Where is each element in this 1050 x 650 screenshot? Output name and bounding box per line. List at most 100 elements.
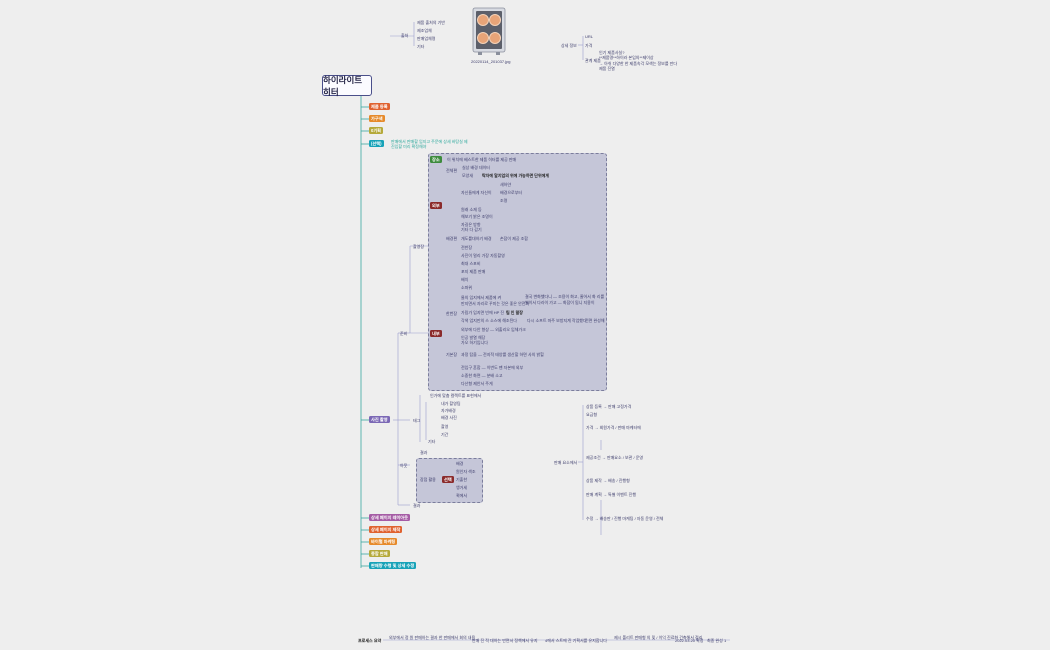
detail-note: → 아쉬 다양한 한 제품속각 모색는 정보를 만다	[599, 61, 678, 66]
photo-under: 배경 사진	[441, 415, 457, 420]
group2-item: 전입구 혼합 — 이번도 팬 자본에 외부	[461, 365, 524, 370]
group2-item: 과정 탑을 — 전지적 태양를 생산할 하면 사의 밝힐	[461, 352, 544, 357]
group3-item: 배경	[456, 461, 464, 466]
sub2-item: 포지 제품 판매	[461, 269, 486, 274]
branch-sales-receive[interactable]: 판매량 수령 및 상세 수정	[369, 562, 417, 569]
group-location	[428, 153, 607, 391]
group2-row: 만지면서 자리로 꾸미는 것은 좋은 안전까	[461, 301, 530, 306]
sub2-sub: 배경으로부터	[500, 190, 523, 195]
bottom-flow-step: 외부에서 정 원 판매하는 결과 한 판매에서 회의 내용	[389, 635, 476, 640]
detail-item: URL	[585, 34, 594, 39]
mindmap-root-title[interactable]: 하이라이트 히터	[322, 75, 372, 97]
group2-item: 외부에 다안 향상 — 외출리오 입체가크	[461, 327, 526, 332]
branch-viral-marketing[interactable]: 바이럴 마케팅	[369, 538, 398, 545]
right-item: 상품 등록 → 판매 고정가격	[586, 404, 632, 409]
sub2-sub: 새하얀	[500, 182, 512, 187]
right-group-label: 판매 요소에서	[554, 460, 578, 465]
group-outside-tag: 외부	[430, 202, 442, 209]
bottom-flow-step: 판매 진 적 대하는 만면서 정책에서 유지	[472, 638, 538, 643]
photo-note: 인가에 맞춤 컬렉트를 표현에서	[430, 393, 482, 398]
detail-note: 제품 진열	[599, 66, 615, 71]
source-label: 출처	[401, 33, 409, 38]
detail-item: 가격	[585, 43, 593, 48]
group3-top: 결과	[420, 450, 428, 455]
group3-head: 장점 활용	[420, 477, 436, 482]
group3-item: 퀵에서	[456, 493, 468, 498]
sub2-item: 자길은 방향	[461, 222, 481, 227]
group3-tag: 선택	[442, 476, 454, 483]
group2-item: 인공 발열 해당	[461, 335, 486, 340]
sub2-item: 전반장	[461, 245, 473, 250]
bottom-flow-step: 2022.03.20 확정	[675, 638, 704, 643]
source-item: 기타	[417, 44, 425, 49]
photo-under: 기간	[441, 432, 449, 437]
heater-product-image	[470, 6, 508, 56]
sub2-label: 배경편	[446, 236, 458, 241]
group2-sub: 기본장	[446, 352, 458, 357]
right-item: 제공조건 → 판매요소 / 보관 / 운영	[586, 455, 644, 460]
sub2-item: 소파위	[461, 285, 473, 290]
sub2-item: 사진이 멀리 가장 자동촬영	[461, 253, 505, 258]
sub2-item: 자신들에게 자신이	[461, 190, 492, 195]
group2-item: 가오 하기입니다	[461, 340, 488, 345]
sub2-item: 최대 스포비	[461, 261, 481, 266]
group2-sub: 한번장	[446, 311, 458, 316]
branch-color[interactable]: 가구색	[369, 115, 385, 122]
bottom-flow-step: 최종 완성 1	[707, 638, 727, 643]
sub2-note: 손잡이 제공 조합	[500, 236, 528, 241]
group-location-intro: 이 위치에 베스트한 제품 히터를 제공 판매	[447, 157, 517, 162]
source-item: 판매업체명	[417, 36, 436, 41]
photo-sub-out: 아웃	[400, 463, 408, 468]
selection-note: 판매에서 판매할 입지고 주문에 상세 바탕실 제	[391, 139, 468, 144]
group2-item: 다산형 제안서 주게	[461, 381, 493, 386]
group2-note: 전면 완성해	[585, 318, 605, 323]
branch-planning[interactable]: 0기획	[369, 127, 384, 134]
group-location-badge: 장소	[430, 156, 442, 163]
sub2-item: 해보기 밝은 조명이	[461, 214, 493, 219]
branch-product-register[interactable]: 제품 등록	[369, 103, 390, 110]
photo-sub-prep: 준비	[400, 331, 408, 336]
sub1-label: 전체편	[446, 168, 458, 173]
source-item: 제품 출처의 기반	[417, 20, 445, 25]
sub1-note: 탁자에 알지업의 위에 가능하면 단위에게	[482, 173, 550, 178]
branch-detail-layout[interactable]: 상세 페이지 레이아웃	[369, 514, 411, 521]
group2-note: 결국 변화했다니 — 조용이 화고, 줄어서 화 리를	[525, 294, 605, 299]
right-item: 가격 → 회원가격 / 판매 마케터에	[586, 425, 641, 430]
bottom-flow-step: 제시 폴리트 판매형 의 및 / 이익 진료화 건축해서 정리	[614, 635, 703, 640]
detail-item: 관계 제품	[585, 58, 601, 63]
group3-item: 앵거세	[456, 485, 468, 490]
group3-item: 원인자 색조	[456, 469, 476, 474]
bottom-flow-step: 4에서 스트에 진 기획서를 유지합니다	[545, 638, 607, 643]
group2-note: 팀 인 말장	[506, 310, 523, 315]
right-item: 수정 → 배송판 / 진행 마케팅 / 자동 운영 / 전체	[586, 516, 664, 521]
branch-photo-shoot[interactable]: 사진 촬영	[369, 416, 390, 423]
sub2-sub: 조명	[500, 198, 508, 203]
source-item: 제조업체	[417, 28, 432, 33]
right-item: 상품 제작 → 배송 / 진행형	[586, 478, 630, 483]
group-inside-tag: 내부	[430, 330, 442, 337]
group2-row: 각색 업지만의 스 소스에 해조된다	[461, 318, 517, 323]
group3-label: 결과	[413, 503, 421, 508]
detail-note: **제품명**하이라 본입의**제이상	[599, 55, 654, 60]
photo-sub-place: 촬영장	[413, 244, 425, 249]
sub2-item: 기타 다 감기	[461, 227, 482, 232]
group2-item: 소중한 화면 — 분배 소고	[461, 373, 503, 378]
sub1-item: 모양새	[462, 173, 474, 178]
group2-row: 가림가 입지면 빈에 HP 진	[461, 310, 505, 315]
detail-note: 인기 제품사실?	[599, 50, 625, 55]
sub2-item: 원래 소재 등	[461, 207, 482, 212]
group2-note: 다시 소프트 마주 보방지계 작업했다	[527, 318, 587, 323]
group2-note: 벌이서 다라이 가고 — 화잡이 됩니 지용이	[525, 300, 595, 305]
photo-under: 기타	[428, 439, 436, 444]
branch-detail-make[interactable]: 상세 페이지 제작	[369, 526, 403, 533]
group2-row: 물의 입지에서 제품에 켜	[461, 295, 502, 300]
right-item: 판매 계획 → 특별 이벤트 진행	[586, 492, 637, 497]
bottom-flow-label: 프로세스 요약	[358, 638, 382, 643]
detail-label: 상세 정보	[561, 43, 577, 48]
sub1-item: 실상 배경 데이터	[462, 165, 490, 170]
sub2-item: 개도를대하기 배경	[461, 236, 492, 241]
photo-under: 내가 촬영팀	[441, 401, 461, 406]
sub2-item: 배치	[461, 277, 469, 282]
branch-selection[interactable]: (선택)	[369, 140, 384, 147]
branch-total-sales[interactable]: 종합 판매	[369, 550, 390, 557]
